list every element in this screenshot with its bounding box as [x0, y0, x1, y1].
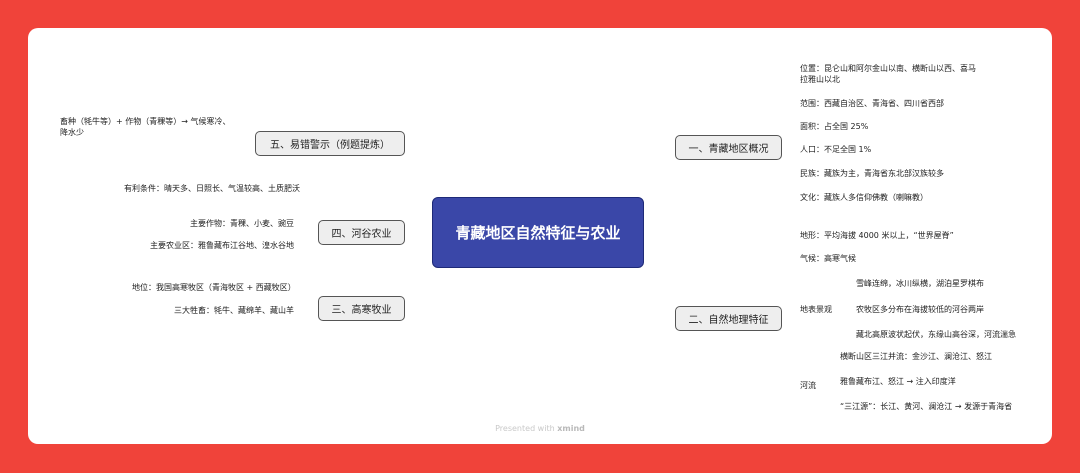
- branch-b3-label: 三、高寒牧业: [331, 305, 392, 316]
- leaf-b5-example[interactable]: 畜种（牦牛等）+ 作物（青稞等）→ 气候寒冷、降水少: [60, 117, 231, 137]
- branch-b2-physical-features[interactable]: 二、自然地理特征: [675, 306, 782, 331]
- leaf-b1-ethnicity[interactable]: 民族：藏族为主，青海省东北部汉族较多: [800, 169, 944, 178]
- leaf-b3-status[interactable]: 地位：我国高寒牧区（青海牧区 + 西藏牧区）: [132, 283, 296, 292]
- leaf-b4-regions[interactable]: 主要农业区：雅鲁藏布江谷地、湟水谷地: [150, 241, 294, 250]
- leaf-b3-livestock[interactable]: 三大牲畜：牦牛、藏绵羊、藏山羊: [174, 306, 294, 315]
- footer-prefix: Presented with: [495, 424, 555, 433]
- leaf-b2-landform-1[interactable]: 雪峰连绵，冰川纵横，湖泊星罗棋布: [856, 279, 984, 288]
- leaf-b1-population[interactable]: 人口：不足全国 1%: [800, 145, 872, 154]
- leaf-b2-rivers-2[interactable]: 雅鲁藏布江、怒江 → 注入印度洋: [840, 377, 956, 386]
- branch-b2-label: 二、自然地理特征: [688, 315, 769, 326]
- leaf-b2-landform-2[interactable]: 农牧区多分布在海拔较低的河谷两岸: [856, 305, 984, 314]
- leaf-b1-culture[interactable]: 文化：藏族人多信仰佛教（喇嘛教）: [800, 193, 928, 202]
- branch-b5-label: 五、易错警示（例题提炼）: [270, 140, 390, 151]
- leaf-b1-location[interactable]: 位置：昆仑山和阿尔金山以南、横断山以西、喜马拉雅山以北: [800, 64, 976, 84]
- branch-b3-pastoral[interactable]: 三、高寒牧业: [318, 296, 405, 321]
- leaf-b1-area[interactable]: 面积：占全国 25%: [800, 122, 869, 131]
- leaf-b2-landform-3[interactable]: 藏北高原波状起伏，东缘山高谷深，河流湍急: [856, 330, 1016, 339]
- leaf-b2-rivers[interactable]: 河流: [800, 381, 816, 390]
- leaf-b4-conditions[interactable]: 有利条件：晴天多、日照长、气温较高、土质肥沃: [124, 184, 300, 193]
- branch-b1-label: 一、青藏地区概况: [688, 144, 769, 155]
- branch-b1-overview[interactable]: 一、青藏地区概况: [675, 135, 782, 160]
- leaf-b2-climate[interactable]: 气候：高寒气候: [800, 254, 856, 263]
- leaf-b2-landform[interactable]: 地表景观: [800, 305, 832, 314]
- central-topic-label: 青藏地区自然特征与农业: [455, 223, 621, 242]
- leaf-b2-terrain[interactable]: 地形：平均海拔 4000 米以上，“世界屋脊”: [800, 231, 954, 240]
- xmind-logo: xmind: [557, 424, 585, 433]
- branch-b4-label: 四、河谷农业: [331, 229, 392, 240]
- leaf-b4-crops[interactable]: 主要作物：青稞、小麦、豌豆: [190, 219, 294, 228]
- branch-b5-warnings[interactable]: 五、易错警示（例题提炼）: [255, 131, 405, 156]
- central-topic[interactable]: 青藏地区自然特征与农业: [432, 197, 644, 268]
- footer-watermark: Presented with xmind: [0, 424, 1080, 433]
- leaf-b2-rivers-1[interactable]: 横断山区三江并流：金沙江、澜沧江、怒江: [840, 352, 992, 361]
- leaf-b2-rivers-3[interactable]: “三江源”：长江、黄河、澜沧江 → 发源于青海省: [840, 402, 1013, 411]
- branch-b4-valley-agriculture[interactable]: 四、河谷农业: [318, 220, 405, 245]
- leaf-b1-scope[interactable]: 范围：西藏自治区、青海省、四川省西部: [800, 99, 944, 108]
